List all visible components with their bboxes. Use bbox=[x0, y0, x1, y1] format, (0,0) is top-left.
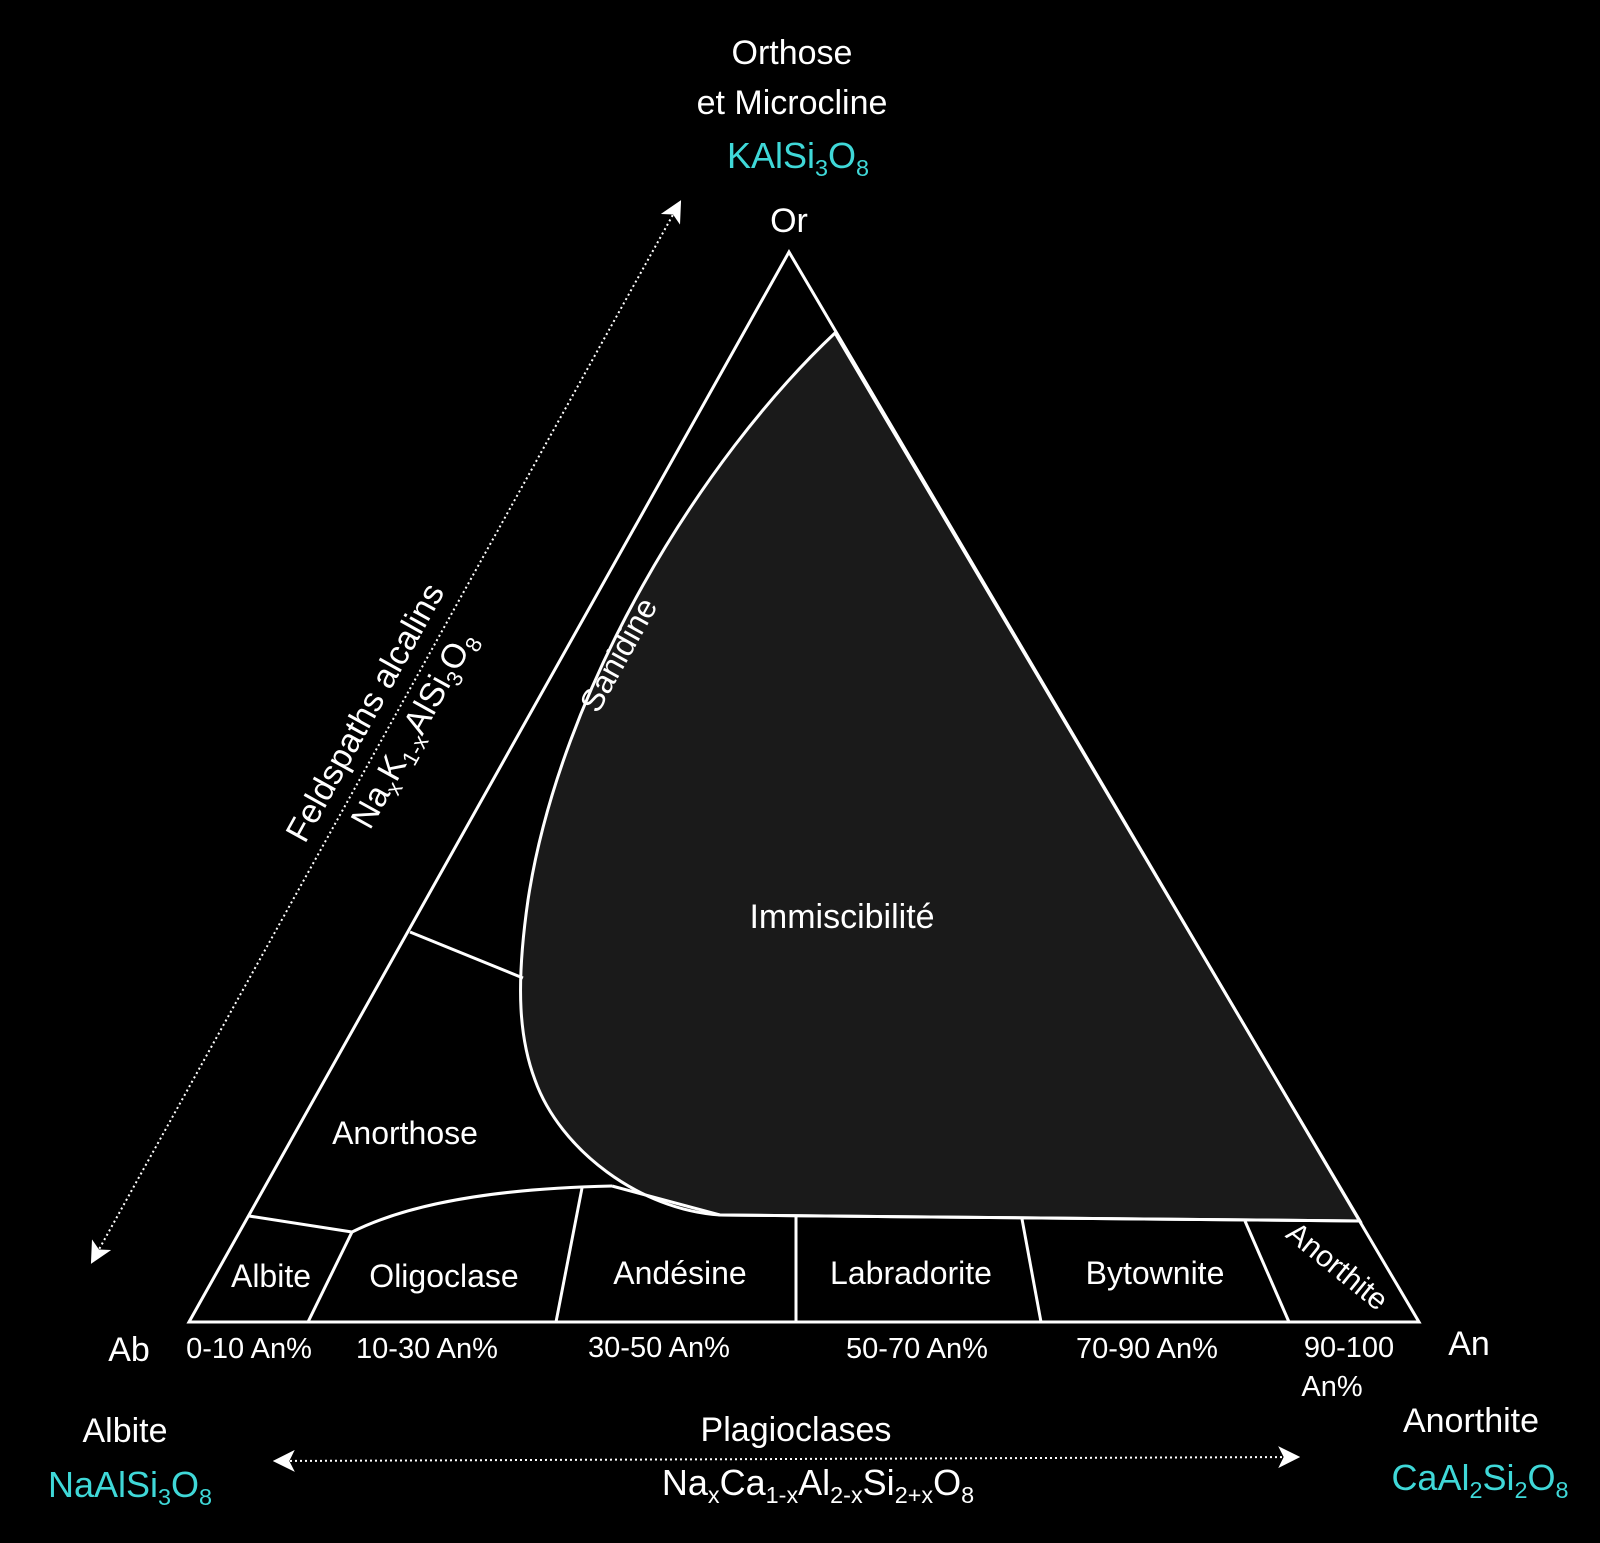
orthose-formula: KAlSi3O8 bbox=[727, 135, 869, 181]
albite-anorthose-boundary bbox=[248, 1214, 353, 1234]
orthose-label: Orthose bbox=[732, 34, 853, 72]
andesine-label: Andésine bbox=[613, 1255, 746, 1291]
an-range-50-70: 50-70 An% bbox=[846, 1333, 988, 1365]
albite-oligoclase-divider bbox=[306, 1231, 354, 1323]
bytownite-label: Bytownite bbox=[1086, 1255, 1225, 1291]
albite-formula: NaAlSi3O8 bbox=[48, 1464, 212, 1510]
labradorite-bytownite-divider bbox=[1020, 1218, 1043, 1323]
bytownite-anorthite-divider bbox=[1243, 1220, 1291, 1323]
anorthite-formula: CaAl2Si2O8 bbox=[1391, 1457, 1568, 1503]
plagioclase-axis-arrow bbox=[272, 1446, 1301, 1472]
albite-endmember-label: Albite bbox=[82, 1412, 167, 1450]
oligoclase-andesine-divider bbox=[554, 1187, 584, 1323]
an-apex-label: An bbox=[1448, 1325, 1490, 1363]
an-range-90-100: 90-100 bbox=[1304, 1332, 1394, 1364]
immiscibility-label: Immiscibilité bbox=[749, 898, 934, 936]
oligoclase-label: Oligoclase bbox=[369, 1258, 518, 1294]
immiscibility-region bbox=[519, 330, 1363, 1223]
anorthite-field-label: Anorthite bbox=[1280, 1216, 1394, 1317]
an-range-30-50: 30-50 An% bbox=[588, 1332, 730, 1364]
plagioclase-formula: NaxCa1-xAl2-xSi2+xO8 bbox=[662, 1462, 974, 1508]
alkali-feldspar-axis-arrow bbox=[90, 200, 682, 1264]
labradorite-label: Labradorite bbox=[830, 1255, 992, 1291]
an-range-70-90: 70-90 An% bbox=[1076, 1333, 1218, 1365]
microcline-label: et Microcline bbox=[697, 84, 888, 122]
an-range-10-30: 10-30 An% bbox=[356, 1333, 498, 1365]
oligoclase-anorthose-boundary bbox=[351, 1184, 613, 1234]
plagioclase-axis-title: Plagioclases bbox=[701, 1411, 892, 1449]
anorthite-endmember-label: Anorthite bbox=[1403, 1402, 1539, 1440]
ab-apex-label: Ab bbox=[108, 1331, 150, 1369]
anorthose-sanidine-boundary bbox=[409, 930, 524, 980]
an-range-0-10: 0-10 An% bbox=[186, 1333, 312, 1365]
or-apex-label: Or bbox=[770, 202, 808, 240]
an-range-90-100-unit: An% bbox=[1301, 1371, 1362, 1403]
albite-field-label: Albite bbox=[231, 1258, 311, 1294]
anorthose-label: Anorthose bbox=[332, 1115, 478, 1151]
